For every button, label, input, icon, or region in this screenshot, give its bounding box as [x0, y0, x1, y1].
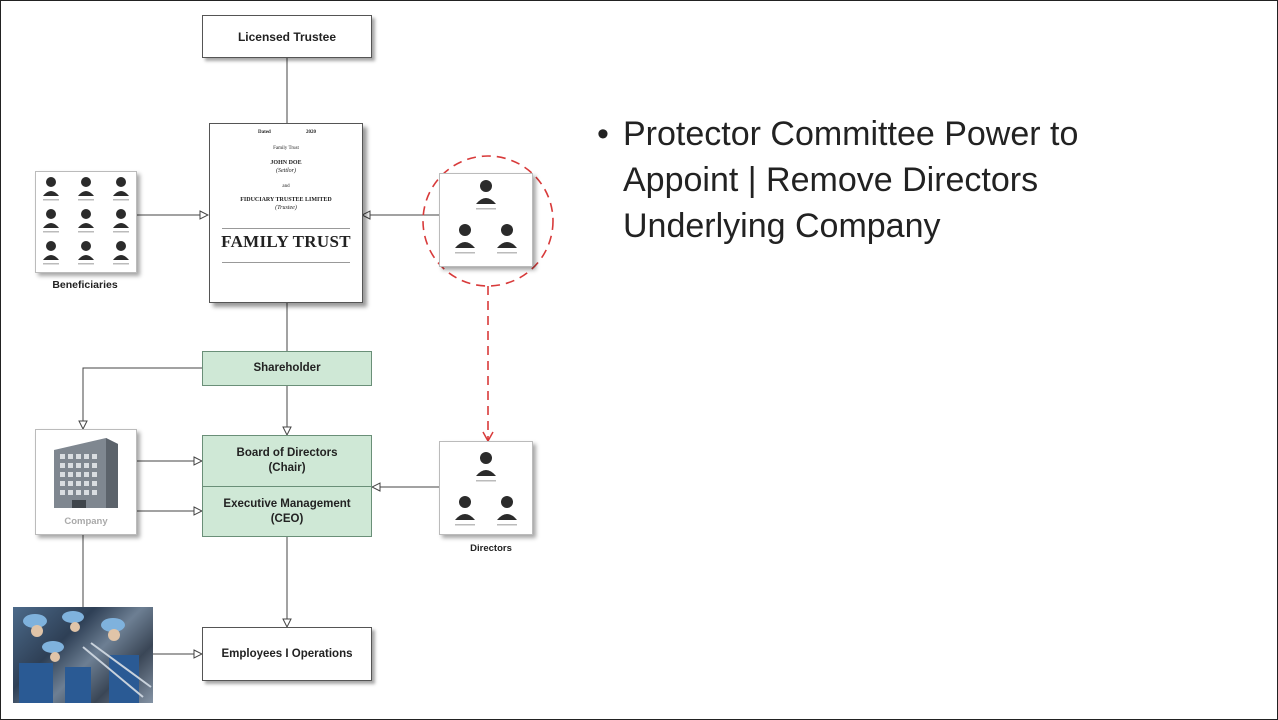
deed-trustee-role: (Trustee) — [275, 205, 297, 211]
executive-management-box: Executive Management (CEO) — [202, 486, 372, 537]
licensed-trustee-box: Licensed Trustee — [202, 15, 372, 58]
directors-label: Directors — [470, 543, 512, 554]
protector-committee-card — [439, 173, 533, 267]
employees-operations-box: Employees I Operations — [202, 627, 372, 681]
beneficiaries-label: Beneficiaries — [52, 279, 118, 291]
protector-highlight-circle — [422, 155, 554, 287]
deed-year: 2020 — [306, 130, 316, 135]
beneficiaries-card — [35, 171, 137, 273]
shareholder-label: Shareholder — [253, 362, 321, 374]
deed-settlor-name: JOHN DOE — [270, 160, 302, 166]
employees-label: Employees I Operations — [221, 648, 353, 660]
company-label: Company — [64, 516, 108, 527]
licensed-trustee-label: Licensed Trustee — [237, 29, 337, 44]
directors-card — [439, 441, 533, 535]
exec-label-line2: (CEO) — [270, 512, 304, 525]
deed-title: FAMILY TRUST — [221, 232, 351, 251]
shareholder-box: Shareholder — [202, 351, 372, 386]
shareholder-to-company-arrow — [83, 367, 202, 429]
person-icon — [455, 452, 517, 526]
person-icon — [455, 180, 517, 254]
bullet-text: Protector Committee Power to Appoint | R… — [623, 115, 1079, 245]
board-label-line2: (Chair) — [268, 462, 306, 474]
bullet-marker: • — [597, 115, 609, 153]
person-icon — [43, 177, 129, 265]
company-card: Company — [35, 429, 137, 535]
trust-deed-document: Dated 2020 Family Trust JOHN DOE (Settlo… — [209, 123, 363, 303]
board-of-directors-box: Board of Directors (Chair) — [202, 435, 372, 486]
bullet-point: • Protector Committee Power to Appoint |… — [597, 111, 1197, 249]
office-building-icon — [54, 438, 118, 508]
deed-and: and — [282, 184, 290, 189]
board-label-line1: Board of Directors — [236, 447, 338, 459]
factory-workers-photo — [13, 607, 153, 703]
exec-label-line1: Executive Management — [223, 497, 351, 510]
deed-settlor-role: (Settlor) — [276, 168, 296, 174]
deed-dated: Dated — [258, 130, 271, 135]
deed-trustee-name: FIDUCIARY TRUSTEE LIMITED — [240, 197, 332, 203]
deed-family-trust-small: Family Trust — [273, 146, 299, 151]
